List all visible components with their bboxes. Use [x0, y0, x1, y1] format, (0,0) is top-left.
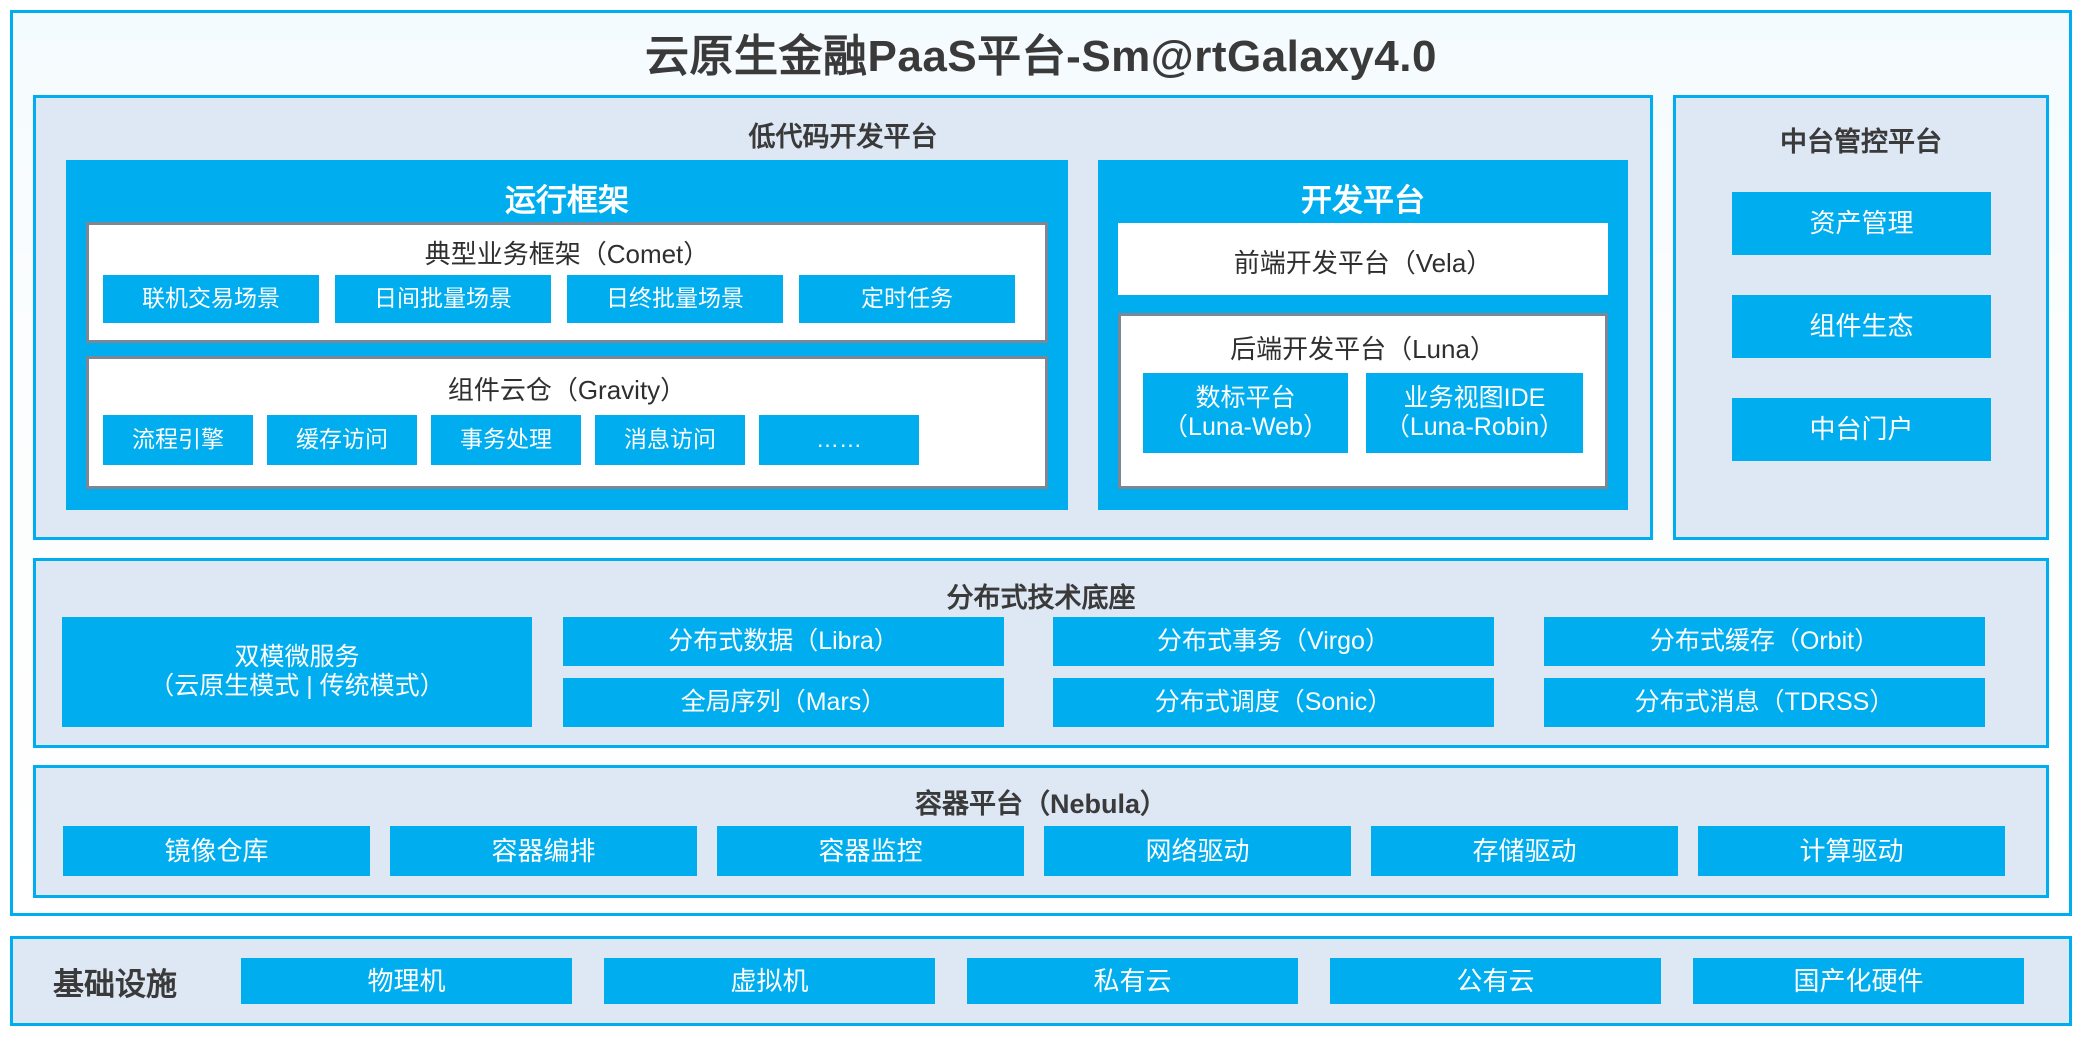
box-backend-luna: 后端开发平台（Luna） 数标平台 （Luna-Web） 业务视图IDE （Lu… [1118, 313, 1608, 489]
panel-infrastructure: 基础设施 物理机 虚拟机 私有云 公有云 国产化硬件 [10, 936, 2072, 1026]
chip-gravity-2[interactable]: 事务处理 [431, 415, 581, 465]
chip-container-3[interactable]: 网络驱动 [1044, 826, 1351, 876]
chip-tech-mars[interactable]: 全局序列（Mars） [563, 678, 1004, 727]
chip-luna-robin[interactable]: 业务视图IDE （Luna-Robin） [1366, 373, 1583, 453]
chip-container-5[interactable]: 计算驱动 [1698, 826, 2005, 876]
panel-container-platform: 容器平台（Nebula） 镜像仓库 容器编排 容器监控 网络驱动 存储驱动 计算… [33, 765, 2049, 898]
chip-tech-sonic[interactable]: 分布式调度（Sonic） [1053, 678, 1494, 727]
chip-comet-1[interactable]: 日间批量场景 [335, 275, 551, 323]
group-dev-title: 开发平台 [1301, 183, 1425, 218]
chip-gravity-3[interactable]: 消息访问 [595, 415, 745, 465]
box-comet-title: 典型业务框架（Comet） [424, 239, 710, 269]
group-dev-platform: 开发平台 前端开发平台（Vela） 后端开发平台（Luna） 数标平台 （Lun… [1098, 160, 1628, 510]
group-runtime-title: 运行框架 [505, 183, 629, 218]
chip-gravity-4[interactable]: …… [759, 415, 919, 465]
box-frontend-vela-title: 前端开发平台（Vela） [1233, 248, 1493, 278]
chip-infra-2[interactable]: 私有云 [967, 958, 1298, 1004]
chip-tech-virgo[interactable]: 分布式事务（Virgo） [1053, 617, 1494, 666]
panel-tech-base: 分布式技术底座 双模微服务 （云原生模式 | 传统模式） 分布式数据（Libra… [33, 558, 2049, 748]
chip-dual-mode-microservice[interactable]: 双模微服务 （云原生模式 | 传统模式） [62, 617, 532, 727]
chip-container-1[interactable]: 容器编排 [390, 826, 697, 876]
chip-infra-1[interactable]: 虚拟机 [604, 958, 935, 1004]
chip-comet-3[interactable]: 定时任务 [799, 275, 1015, 323]
chip-gravity-1[interactable]: 缓存访问 [267, 415, 417, 465]
chip-infra-4[interactable]: 国产化硬件 [1693, 958, 2024, 1004]
panel-midoffice-title: 中台管控平台 [1780, 127, 1942, 157]
box-gravity-title: 组件云仓（Gravity） [447, 375, 687, 405]
panel-midoffice-platform: 中台管控平台 资产管理 组件生态 中台门户 [1673, 95, 2049, 540]
panel-tech-base-title: 分布式技术底座 [946, 583, 1136, 613]
box-gravity: 组件云仓（Gravity） 流程引擎 缓存访问 事务处理 消息访问 …… [86, 356, 1048, 489]
chip-container-4[interactable]: 存储驱动 [1371, 826, 1678, 876]
box-comet: 典型业务框架（Comet） 联机交易场景 日间批量场景 日终批量场景 定时任务 [86, 222, 1048, 343]
box-backend-luna-title: 后端开发平台（Luna） [1230, 334, 1496, 364]
main-frame: 云原生金融PaaS平台-Sm@rtGalaxy4.0 低代码开发平台 运行框架 … [10, 10, 2072, 916]
chip-infra-0[interactable]: 物理机 [241, 958, 572, 1004]
chip-midoffice-1[interactable]: 组件生态 [1732, 295, 1991, 358]
chip-gravity-0[interactable]: 流程引擎 [103, 415, 253, 465]
panel-container-title: 容器平台（Nebula） [914, 789, 1168, 819]
page-title: 云原生金融PaaS平台-Sm@rtGalaxy4.0 [645, 32, 1437, 81]
chip-tech-tdrss[interactable]: 分布式消息（TDRSS） [1544, 678, 1985, 727]
chip-midoffice-0[interactable]: 资产管理 [1732, 192, 1991, 255]
chip-comet-2[interactable]: 日终批量场景 [567, 275, 783, 323]
chip-comet-0[interactable]: 联机交易场景 [103, 275, 319, 323]
box-frontend-vela: 前端开发平台（Vela） [1118, 223, 1608, 295]
chip-infra-3[interactable]: 公有云 [1330, 958, 1661, 1004]
chip-container-2[interactable]: 容器监控 [717, 826, 1024, 876]
chip-midoffice-2[interactable]: 中台门户 [1732, 398, 1991, 461]
infrastructure-label: 基础设施 [53, 966, 177, 1002]
chip-luna-web[interactable]: 数标平台 （Luna-Web） [1143, 373, 1348, 453]
chip-container-0[interactable]: 镜像仓库 [63, 826, 370, 876]
panel-lowcode-title: 低代码开发平台 [748, 122, 938, 152]
chip-tech-libra[interactable]: 分布式数据（Libra） [563, 617, 1004, 666]
group-runtime-framework: 运行框架 典型业务框架（Comet） 联机交易场景 日间批量场景 日终批量场景 … [66, 160, 1068, 510]
chip-tech-orbit[interactable]: 分布式缓存（Orbit） [1544, 617, 1985, 666]
panel-lowcode-platform: 低代码开发平台 运行框架 典型业务框架（Comet） 联机交易场景 日间批量场景… [33, 95, 1653, 540]
